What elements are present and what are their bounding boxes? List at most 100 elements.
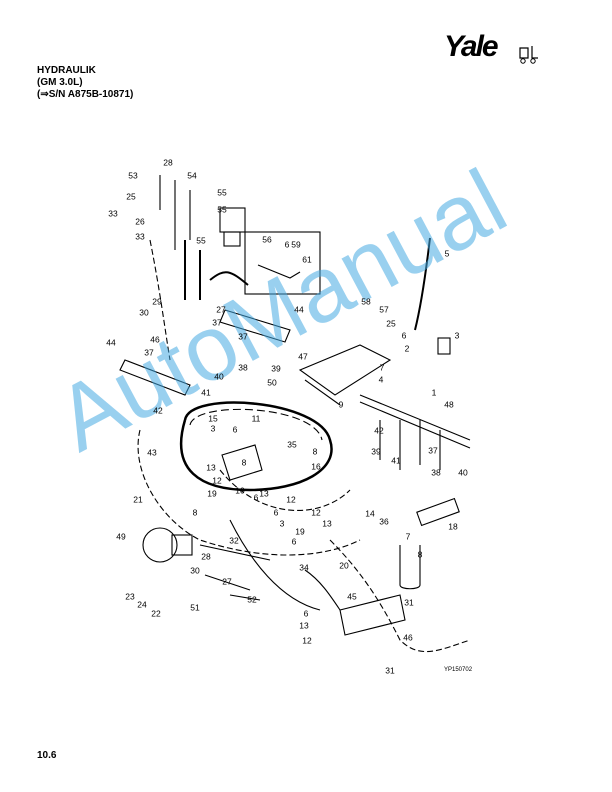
callout-number: 39 bbox=[271, 363, 281, 374]
callout-number: 14 bbox=[365, 508, 375, 519]
callout-number: 27 bbox=[216, 304, 226, 315]
callout-number: 15 bbox=[208, 413, 218, 424]
callout-number: 31 bbox=[385, 665, 395, 676]
callout-number: 27 bbox=[222, 576, 232, 587]
callout-number: 10 bbox=[235, 485, 245, 496]
callout-number: 46 bbox=[403, 632, 413, 643]
callout-number: 6 bbox=[253, 492, 259, 503]
callout-number: 4 bbox=[378, 374, 384, 385]
callout-number: 6 bbox=[273, 507, 279, 518]
callout-number: 24 bbox=[137, 599, 147, 610]
callout-number: 42 bbox=[374, 425, 384, 436]
callout-number: 33 bbox=[108, 208, 118, 219]
callout-number: 6 bbox=[401, 330, 407, 341]
callout-number: 47 bbox=[298, 351, 308, 362]
callout-number: 40 bbox=[458, 467, 468, 478]
callout-number: 33 bbox=[135, 231, 145, 242]
callout-number: 13 bbox=[299, 620, 309, 631]
callout-number: 22 bbox=[151, 608, 161, 619]
callout-number: 51 bbox=[190, 602, 200, 613]
callout-number: 20 bbox=[339, 560, 349, 571]
callout-number: 2 bbox=[404, 343, 410, 354]
callout-number: 46 bbox=[150, 334, 160, 345]
callout-number: 25 bbox=[386, 318, 396, 329]
callout-number: 32 bbox=[229, 535, 239, 546]
callout-number: 40 bbox=[214, 371, 224, 382]
callout-number: 39 bbox=[371, 446, 381, 457]
callout-number: 3 bbox=[279, 518, 285, 529]
callout-number: 30 bbox=[139, 307, 149, 318]
callout-number: 12 bbox=[302, 635, 312, 646]
callout-number: 7 bbox=[379, 362, 385, 373]
callout-number: 57 bbox=[379, 304, 389, 315]
callout-number: 8 bbox=[241, 457, 247, 468]
callout-number: 35 bbox=[287, 439, 297, 450]
callout-number: 18 bbox=[448, 521, 458, 532]
callout-number: 3 bbox=[210, 423, 216, 434]
callout-number: 38 bbox=[431, 467, 441, 478]
callout-number: 6 bbox=[291, 536, 297, 547]
callout-number: 21 bbox=[133, 494, 143, 505]
callout-number: 8 bbox=[417, 549, 423, 560]
callout-number: 37 bbox=[428, 445, 438, 456]
callout-number: 50 bbox=[267, 377, 277, 388]
page-number: 10.6 bbox=[37, 750, 57, 761]
callout-number: 11 bbox=[251, 413, 261, 424]
callout-number: 30 bbox=[190, 565, 200, 576]
callout-number: 55 bbox=[217, 204, 227, 215]
callout-number: 44 bbox=[106, 337, 116, 348]
serial-label: (⇒S/N A875B-10871) bbox=[37, 89, 134, 100]
callout-number: 53 bbox=[128, 170, 138, 181]
callout-number: 34 bbox=[299, 562, 309, 573]
callout-number: 31 bbox=[404, 597, 414, 608]
callout-number: 8 bbox=[312, 446, 318, 457]
callout-number: 36 bbox=[379, 516, 389, 527]
callout-number: 5 bbox=[444, 248, 450, 259]
callout-number: 28 bbox=[163, 157, 173, 168]
figure-code: YP150702 bbox=[444, 667, 473, 673]
callout-number: 3 bbox=[454, 330, 460, 341]
callout-number: 12 bbox=[286, 494, 296, 505]
callout-number: 25 bbox=[126, 191, 136, 202]
callout-number: 41 bbox=[391, 455, 401, 466]
callout-number: 41 bbox=[201, 387, 211, 398]
callout-number: 55 bbox=[196, 235, 206, 246]
section-title: HYDRAULIK bbox=[37, 65, 96, 76]
callout-number: 19 bbox=[295, 526, 305, 537]
callout-number: 61 bbox=[302, 254, 312, 265]
callout-number: 9 bbox=[338, 399, 344, 410]
yale-logo: Yale bbox=[444, 30, 499, 63]
callout-number: 44 bbox=[294, 304, 304, 315]
callout-number: 19 bbox=[207, 488, 217, 499]
callout-number: 26 bbox=[135, 216, 145, 227]
callout-number: 8 bbox=[192, 507, 198, 518]
callout-number: 37 bbox=[144, 347, 154, 358]
callout-number: 37 bbox=[212, 317, 222, 328]
callout-number: 6 bbox=[232, 424, 238, 435]
engine-label: (GM 3.0L) bbox=[37, 77, 83, 88]
callout-number: 16 bbox=[311, 461, 321, 472]
callout-number: 59 bbox=[291, 239, 301, 250]
callout-number: 43 bbox=[147, 447, 157, 458]
callout-number: 49 bbox=[116, 531, 126, 542]
callout-number: 7 bbox=[405, 531, 411, 542]
detail-inset bbox=[244, 231, 321, 295]
callout-number: 55 bbox=[217, 187, 227, 198]
callout-number: 6 bbox=[303, 608, 309, 619]
callout-number: 1 bbox=[431, 387, 437, 398]
forklift-icon bbox=[519, 46, 538, 64]
callout-number: 12 bbox=[212, 475, 222, 486]
callout-number: 13 bbox=[322, 518, 332, 529]
callout-number: 45 bbox=[347, 591, 357, 602]
callout-number: 48 bbox=[444, 399, 454, 410]
callout-number: 56 bbox=[262, 234, 272, 245]
callout-number: 58 bbox=[361, 296, 371, 307]
callout-number: 13 bbox=[206, 462, 216, 473]
callout-number: 38 bbox=[238, 362, 248, 373]
callout-number: 54 bbox=[187, 170, 197, 181]
callout-number: 42 bbox=[153, 405, 163, 416]
callout-number: 13 bbox=[259, 488, 269, 499]
callout-number: 37 bbox=[238, 331, 248, 342]
callout-number: 29 bbox=[152, 296, 162, 307]
